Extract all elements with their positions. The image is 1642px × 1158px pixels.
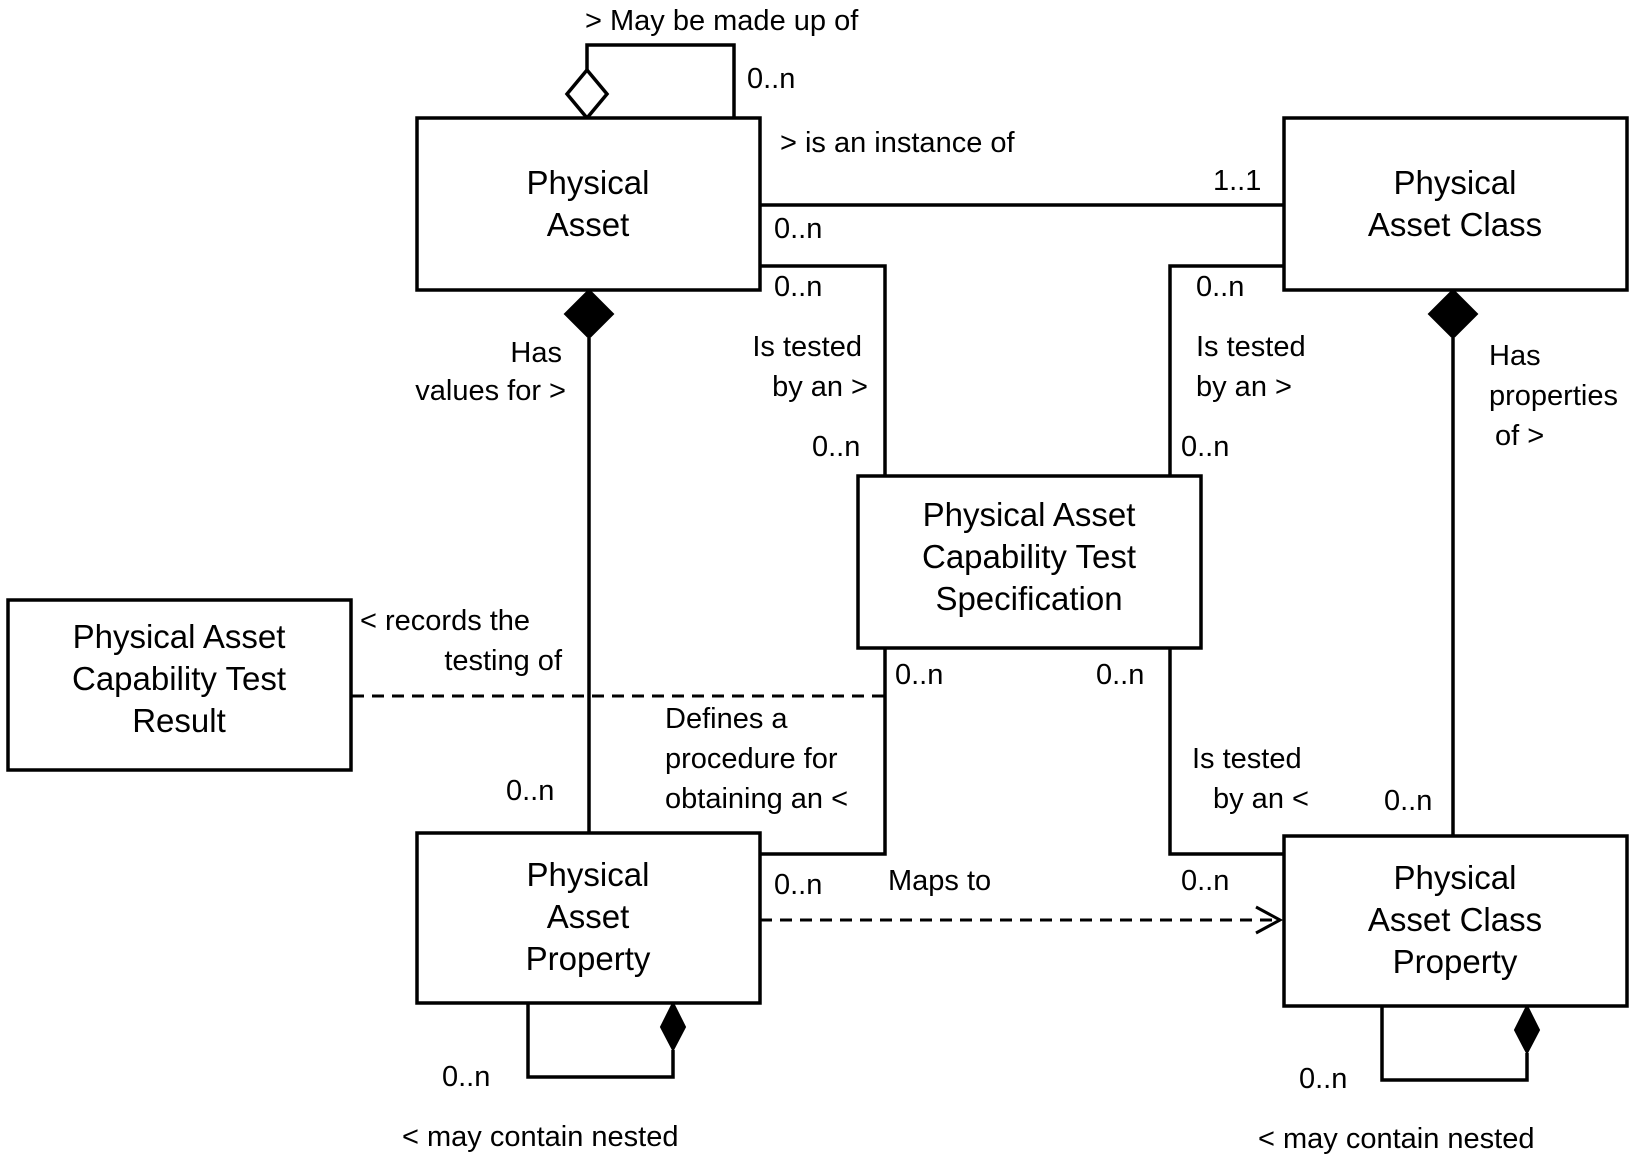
class-tested-by-label: by an > [1196, 371, 1292, 403]
class-property-tested-by-label: Is tested [1192, 743, 1302, 775]
class-test-result[interactable]: Physical Asset Capability Test Result [6, 598, 353, 772]
made-up-of-connector [585, 43, 736, 118]
composition-diamond-icon [1427, 288, 1479, 340]
class-physical-asset-property[interactable]: Physical Asset Property [415, 831, 762, 1005]
class-property-tested-by-connector [1168, 648, 1284, 856]
defines-procedure-label: Defines a [665, 703, 788, 735]
instance-of-source-multiplicity: 0..n [774, 213, 822, 245]
class-tested-by-label: Is tested [1196, 331, 1306, 363]
composition-diamond-icon [659, 1000, 687, 1053]
class-test-specification[interactable]: Physical Asset Capability Test Specifica… [856, 474, 1203, 650]
asset-tested-by-label: by an > [772, 371, 868, 403]
has-properties-of-multiplicity: 0..n [1384, 785, 1432, 817]
class-property-nested-label: < may contain nested [1258, 1123, 1534, 1155]
defines-procedure-property-multiplicity: 0..n [774, 869, 822, 901]
class-name-line: Specification [935, 580, 1122, 617]
class-tested-by-source-multiplicity: 0..n [1196, 271, 1244, 303]
class-name-line: Physical Asset [73, 618, 286, 655]
class-name-line: Physical [1394, 859, 1517, 896]
class-name-line: Physical [1394, 164, 1517, 201]
class-tested-by-connector [1168, 264, 1284, 476]
defines-procedure-connector [760, 648, 887, 856]
defines-procedure-label: obtaining an < [665, 783, 848, 815]
class-name-line: Asset Class [1368, 206, 1542, 243]
has-properties-of-label: properties [1489, 380, 1618, 412]
composition-diamond-icon [1513, 1003, 1541, 1056]
class-name-line: Result [132, 702, 226, 739]
class-name-line: Capability Test [922, 538, 1136, 575]
property-nested-multiplicity: 0..n [442, 1061, 490, 1093]
asset-tested-by-target-multiplicity: 0..n [812, 431, 860, 463]
instance-of-target-multiplicity: 1..1 [1213, 165, 1261, 197]
asset-tested-by-label: Is tested [752, 331, 862, 363]
defines-procedure-label: procedure for [665, 743, 838, 775]
class-property-tested-by-property-multiplicity: 0..n [1181, 865, 1229, 897]
class-name-line: Property [526, 940, 651, 977]
maps-to-label: Maps to [888, 865, 991, 897]
composition-diamond-icon [563, 288, 615, 340]
class-name-line: Physical [527, 164, 650, 201]
has-properties-of-label: of > [1495, 420, 1544, 452]
aggregation-diamond-icon [564, 67, 610, 121]
made-up-of-label: > May be made up of [585, 5, 859, 37]
has-values-for-multiplicity: 0..n [506, 775, 554, 807]
open-arrow-icon [1255, 905, 1284, 935]
has-values-for-label: Has [510, 337, 562, 369]
asset-tested-by-source-multiplicity: 0..n [774, 271, 822, 303]
class-tested-by-target-multiplicity: 0..n [1181, 431, 1229, 463]
class-name-line: Asset [547, 206, 630, 243]
class-physical-asset[interactable]: Physical Asset [415, 116, 762, 292]
class-physical-asset-class[interactable]: Physical Asset Class [1282, 116, 1629, 292]
asset-tested-by-connector [760, 264, 887, 476]
class-name-line: Asset [547, 898, 630, 935]
has-properties-of-label: Has [1489, 340, 1541, 372]
class-property-nested-connector [1380, 1006, 1529, 1082]
has-values-for-label: values for > [415, 375, 566, 407]
class-physical-asset-class-property[interactable]: Physical Asset Class Property [1282, 834, 1629, 1008]
property-nested-label: < may contain nested [402, 1121, 678, 1153]
class-name-line: Physical [527, 856, 650, 893]
property-nested-connector [526, 1003, 675, 1079]
class-name-line: Capability Test [72, 660, 286, 697]
made-up-of-multiplicity: 0..n [747, 63, 795, 95]
class-property-tested-by-spec-multiplicity: 0..n [1096, 659, 1144, 691]
instance-of-label: > is an instance of [780, 127, 1016, 159]
records-testing-of-label: < records the [360, 605, 530, 637]
class-name-line: Property [1393, 943, 1518, 980]
records-testing-of-label: testing of [444, 645, 563, 677]
class-property-nested-multiplicity: 0..n [1299, 1063, 1347, 1095]
class-property-tested-by-label: by an < [1213, 783, 1309, 815]
class-name-line: Physical Asset [923, 496, 1136, 533]
defines-procedure-spec-multiplicity: 0..n [895, 659, 943, 691]
class-name-line: Asset Class [1368, 901, 1542, 938]
